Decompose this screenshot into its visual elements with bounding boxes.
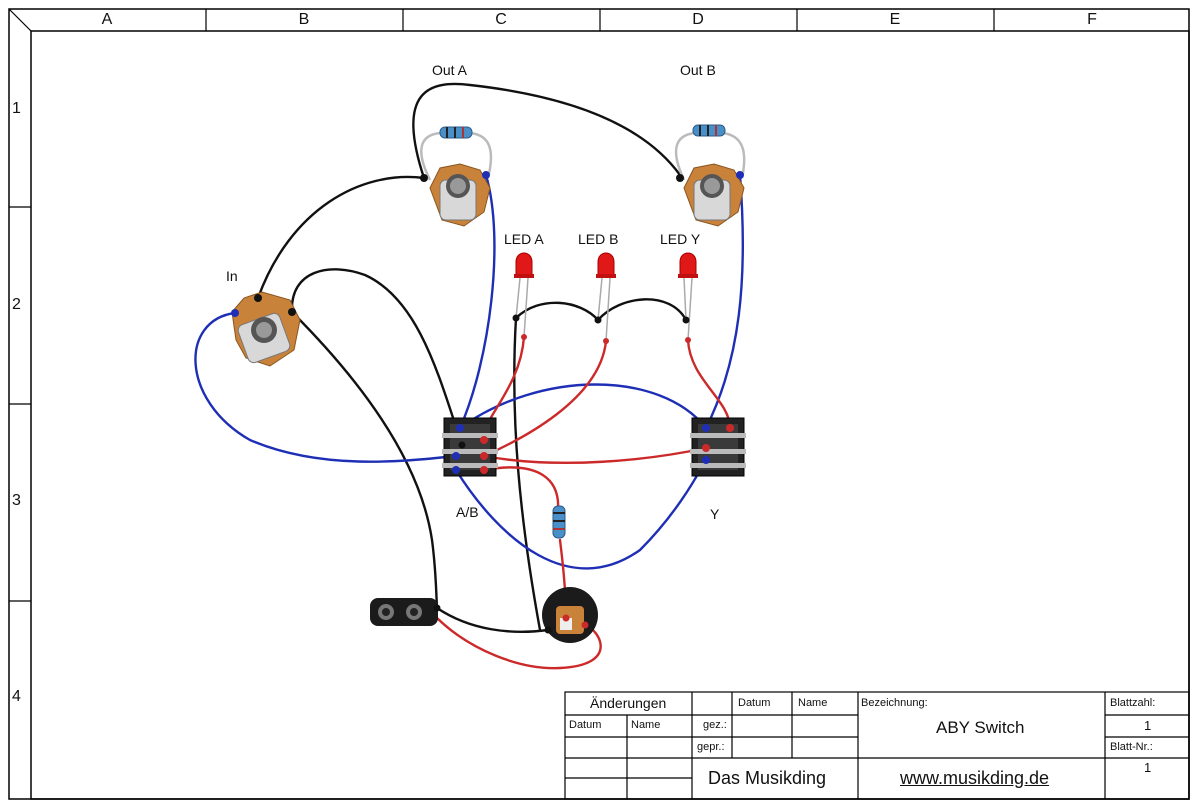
label-switch-ab: A/B [456,504,479,520]
led-y [678,252,698,343]
title-block-grid [564,691,1190,800]
red-wire-ab-y [482,446,708,464]
switch-y [690,417,746,477]
row-label-4: 4 [12,688,21,705]
label-out-a: Out A [432,62,468,78]
tb-sheet-no-label: Blatt-Nr.: [1110,741,1153,753]
blue-wire-outb-switch [704,173,745,430]
label-led-y: LED Y [660,231,701,247]
black-wire-led-cathodes [514,298,688,322]
label-in: In [226,268,238,284]
label-led-a: LED A [504,231,544,247]
led-a [512,252,534,340]
resistor-led [552,505,566,539]
label-led-b: LED B [578,231,619,247]
tb-sheet-count-label: Blattzahl: [1110,697,1156,709]
tb-name: Name [631,719,661,731]
tb-designation-label: Bezeichnung: [861,697,928,709]
tb-website-link[interactable]: www.musikding.de [900,768,1050,788]
row-label-2: 2 [12,296,21,313]
tb-drawn: gez.: [703,719,727,731]
black-wire-outa-outb [412,82,682,180]
red-wire-battery-dcjack [435,616,602,670]
black-wire-leds-dcjack [513,316,542,632]
column-label-b: B [298,11,310,28]
resistor-outb [674,124,746,181]
column-label-f: F [1087,11,1097,28]
blue-wire-switch-switch [458,383,708,430]
black-wire-outa-in [256,175,426,300]
tb-date-header: Datum [738,697,771,709]
row-label-1: 1 [12,100,21,117]
black-wire-battery-dcjack [435,606,550,633]
blue-wire-ab-y [454,458,708,570]
column-label-c: C [495,11,507,28]
tb-date: Datum [569,719,602,731]
blue-wire-outa-switch [458,173,496,430]
row-label-3: 3 [12,492,21,509]
tb-changes: Änderungen [590,695,667,711]
label-switch-y: Y [710,506,720,522]
column-label-e: E [889,11,901,28]
led-b [594,252,616,344]
column-label-d: D [692,11,704,28]
jack-out-a [420,163,491,227]
black-wire-in-battery [290,310,439,610]
tb-sheet-no: 1 [1144,760,1152,775]
tb-company: Das Musikding [708,768,827,788]
black-wire-in-switch [290,268,464,447]
inner-frame [30,30,1190,800]
tb-name-header: Name [798,697,828,709]
dc-jack [542,587,598,643]
resistor-outa [420,126,493,181]
jack-in [231,291,301,367]
tb-designation: ABY Switch [936,718,1025,737]
column-label-a: A [101,11,113,28]
battery-clip [370,598,441,626]
red-wire-ledb [482,339,608,458]
switch-ab [442,417,498,477]
row-dividers [9,206,31,602]
red-wire-switch-resistor [482,466,560,512]
blue-wire-in-switch [194,311,458,463]
outer-frame [8,8,1190,800]
tb-sheet-count: 1 [1144,718,1152,733]
column-dividers [205,9,995,31]
jack-out-b [676,163,745,227]
tb-checked: gepr.: [697,741,725,753]
label-out-b: Out B [680,62,716,78]
